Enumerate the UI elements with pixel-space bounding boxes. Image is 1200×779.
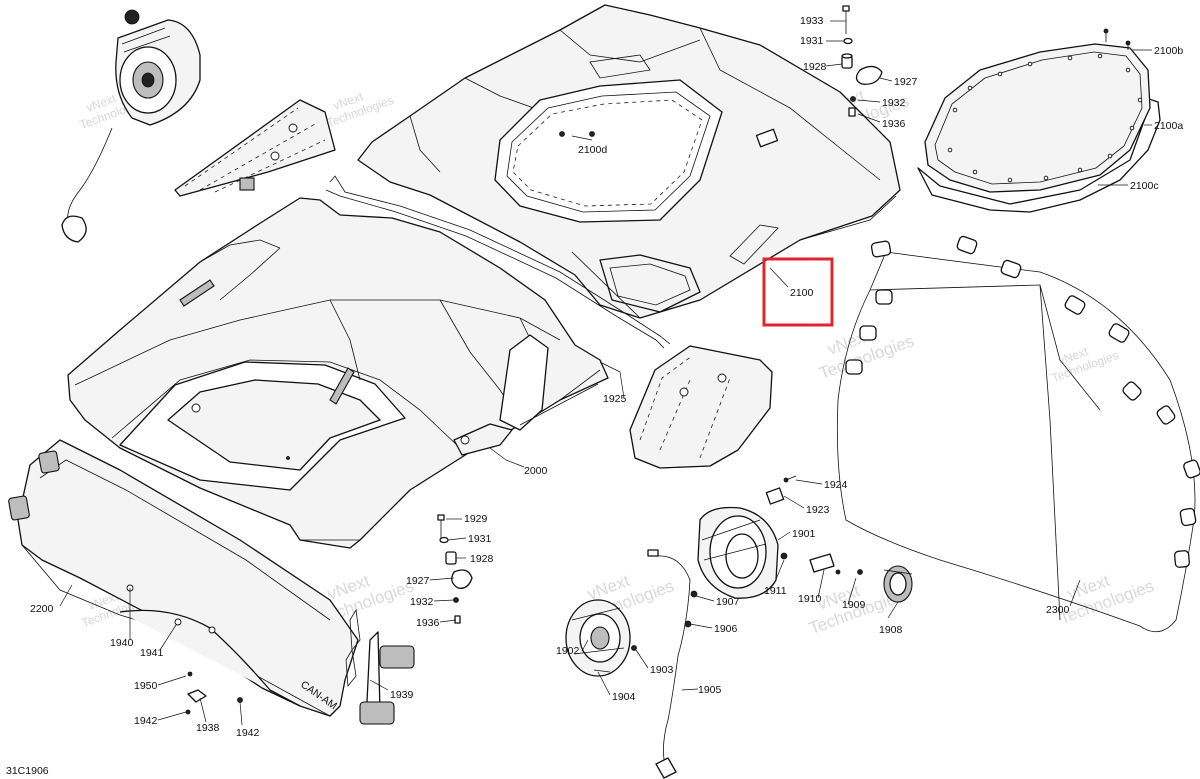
callout-1904: 1904 — [612, 691, 636, 703]
leader-lines — [59, 20, 1152, 726]
callout-1906: 1906 — [714, 623, 738, 635]
callout-2200: 2200 — [30, 603, 54, 615]
callout-1938: 1938 — [196, 722, 220, 734]
watermark-8: vNext Technologies — [817, 326, 917, 383]
callout-1942: 1942 — [134, 715, 158, 727]
callout-1931: 1931 — [800, 35, 824, 47]
seal-strip — [325, 175, 671, 349]
speaker-top-left — [61, 9, 201, 243]
main-roof — [67, 197, 609, 549]
speaker-center — [697, 475, 913, 603]
callout-2100d: 2100d — [578, 144, 607, 156]
callout-1905: 1905 — [698, 684, 722, 696]
bracket-panel-left — [174, 99, 336, 197]
watermark-9: vNext Technologies — [1050, 344, 1121, 385]
window-clips — [845, 235, 1200, 568]
callout-1932-b: 1932 — [410, 596, 434, 608]
hardware-stack-top — [841, 5, 883, 117]
callout-1929: 1929 — [464, 513, 488, 525]
callout-1928-b: 1928 — [470, 553, 494, 565]
highlight-box — [762, 257, 834, 327]
callout-1931-b: 1931 — [468, 533, 492, 545]
callout-1927-b: 1927 — [406, 575, 430, 587]
callout-1940: 1940 — [110, 637, 134, 649]
callout-labels: 1933 1931 1928 1927 1932 1936 2100b 2100… — [6, 15, 1183, 777]
callout-1910: 1910 — [798, 593, 822, 605]
bracket-panel-center — [629, 345, 773, 469]
watermark-4: vNext Technologies — [325, 89, 396, 130]
callout-1902: 1902 — [556, 645, 580, 657]
callout-1923: 1923 — [806, 504, 830, 516]
callout-1941: 1941 — [140, 647, 164, 659]
callout-1928: 1928 — [803, 61, 827, 73]
panel-holes — [947, 53, 1143, 183]
callout-1909: 1909 — [842, 599, 866, 611]
callout-2100b: 2100b — [1154, 45, 1183, 57]
callout-1933: 1933 — [800, 15, 824, 27]
watermark-13: vNext Technologies — [1057, 571, 1157, 628]
callout-1942-b: 1942 — [236, 727, 260, 739]
callout-1903: 1903 — [650, 664, 674, 676]
callout-2100c: 2100c — [1130, 180, 1159, 192]
callout-1932: 1932 — [882, 97, 906, 109]
callout-2100a: 2100a — [1154, 120, 1183, 132]
callout-2000: 2000 — [524, 465, 548, 477]
callout-1901: 1901 — [792, 528, 816, 540]
side-window — [836, 235, 1200, 633]
upper-roof — [357, 4, 901, 319]
callout-1907: 1907 — [716, 596, 740, 608]
callout-1924: 1924 — [824, 479, 848, 491]
callout-2100: 2100 — [790, 287, 814, 299]
diagram-id: 31C1906 — [6, 765, 49, 777]
callout-1936-b: 1936 — [416, 617, 440, 629]
tweeter-assembly — [565, 549, 698, 779]
callout-1927: 1927 — [894, 76, 918, 88]
callout-1939: 1939 — [390, 689, 414, 701]
rear-panel — [917, 28, 1161, 213]
callout-2300: 2300 — [1046, 604, 1070, 616]
callout-1936: 1936 — [882, 118, 906, 130]
callout-1925: 1925 — [603, 393, 627, 405]
callout-1911: 1911 — [764, 585, 787, 597]
callout-1950: 1950 — [134, 680, 158, 692]
callout-1908: 1908 — [879, 624, 903, 636]
door-panel: CAN-AM — [8, 439, 415, 725]
hardware-stack-center — [437, 514, 473, 624]
